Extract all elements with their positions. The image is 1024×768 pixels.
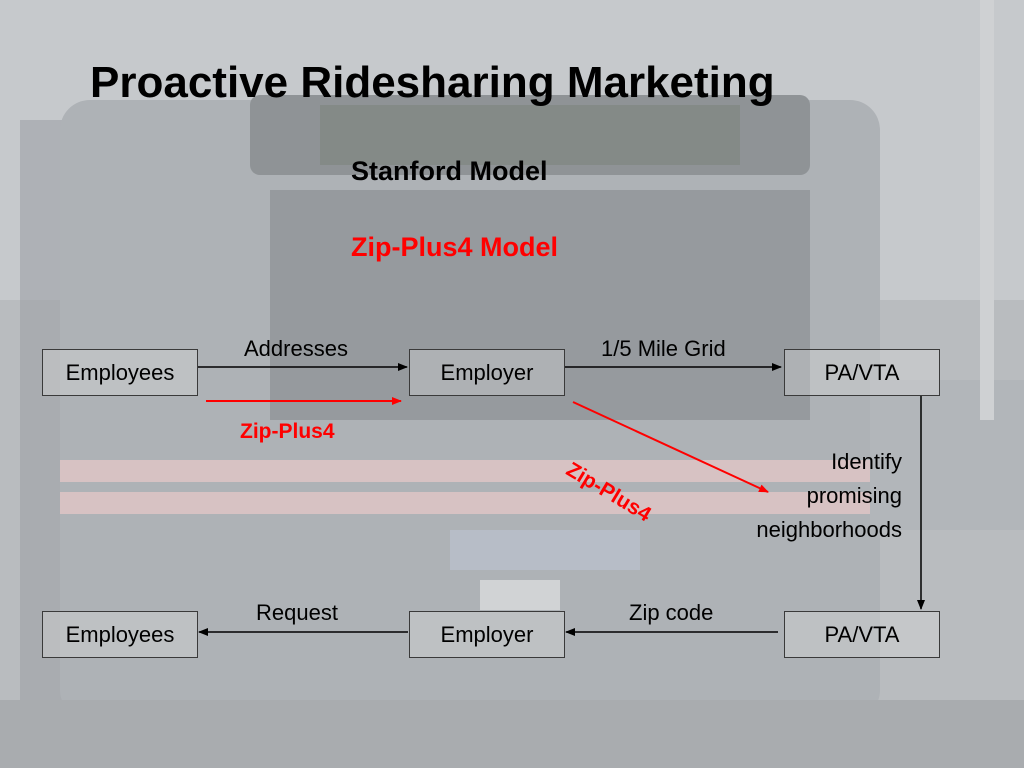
node-pavta-top: PA/VTA [784,349,940,396]
stanford-model-heading: Stanford Model [351,156,548,186]
label-request: Request [256,600,338,625]
label-mile-grid: 1/5 Mile Grid [601,336,726,361]
node-employer-bottom: Employer [409,611,565,658]
node-employer-top: Employer [409,349,565,396]
node-pavta-bottom: PA/VTA [784,611,940,658]
label-zip-plus4: Zip-Plus4 [240,420,335,443]
node-employees-bottom: Employees [42,611,198,658]
annotation-identify-neighborhoods: Identify promising neighborhoods [756,449,902,542]
label-addresses: Addresses [244,336,348,361]
zip-plus4-model-heading: Zip-Plus4 Model [351,232,559,262]
red-arrow-zip-plus4-diagonal [572,401,769,493]
label-zip-code: Zip code [629,600,714,625]
slide-title: Proactive Ridesharing Marketing [90,58,775,107]
node-employees-top: Employees [42,349,198,396]
